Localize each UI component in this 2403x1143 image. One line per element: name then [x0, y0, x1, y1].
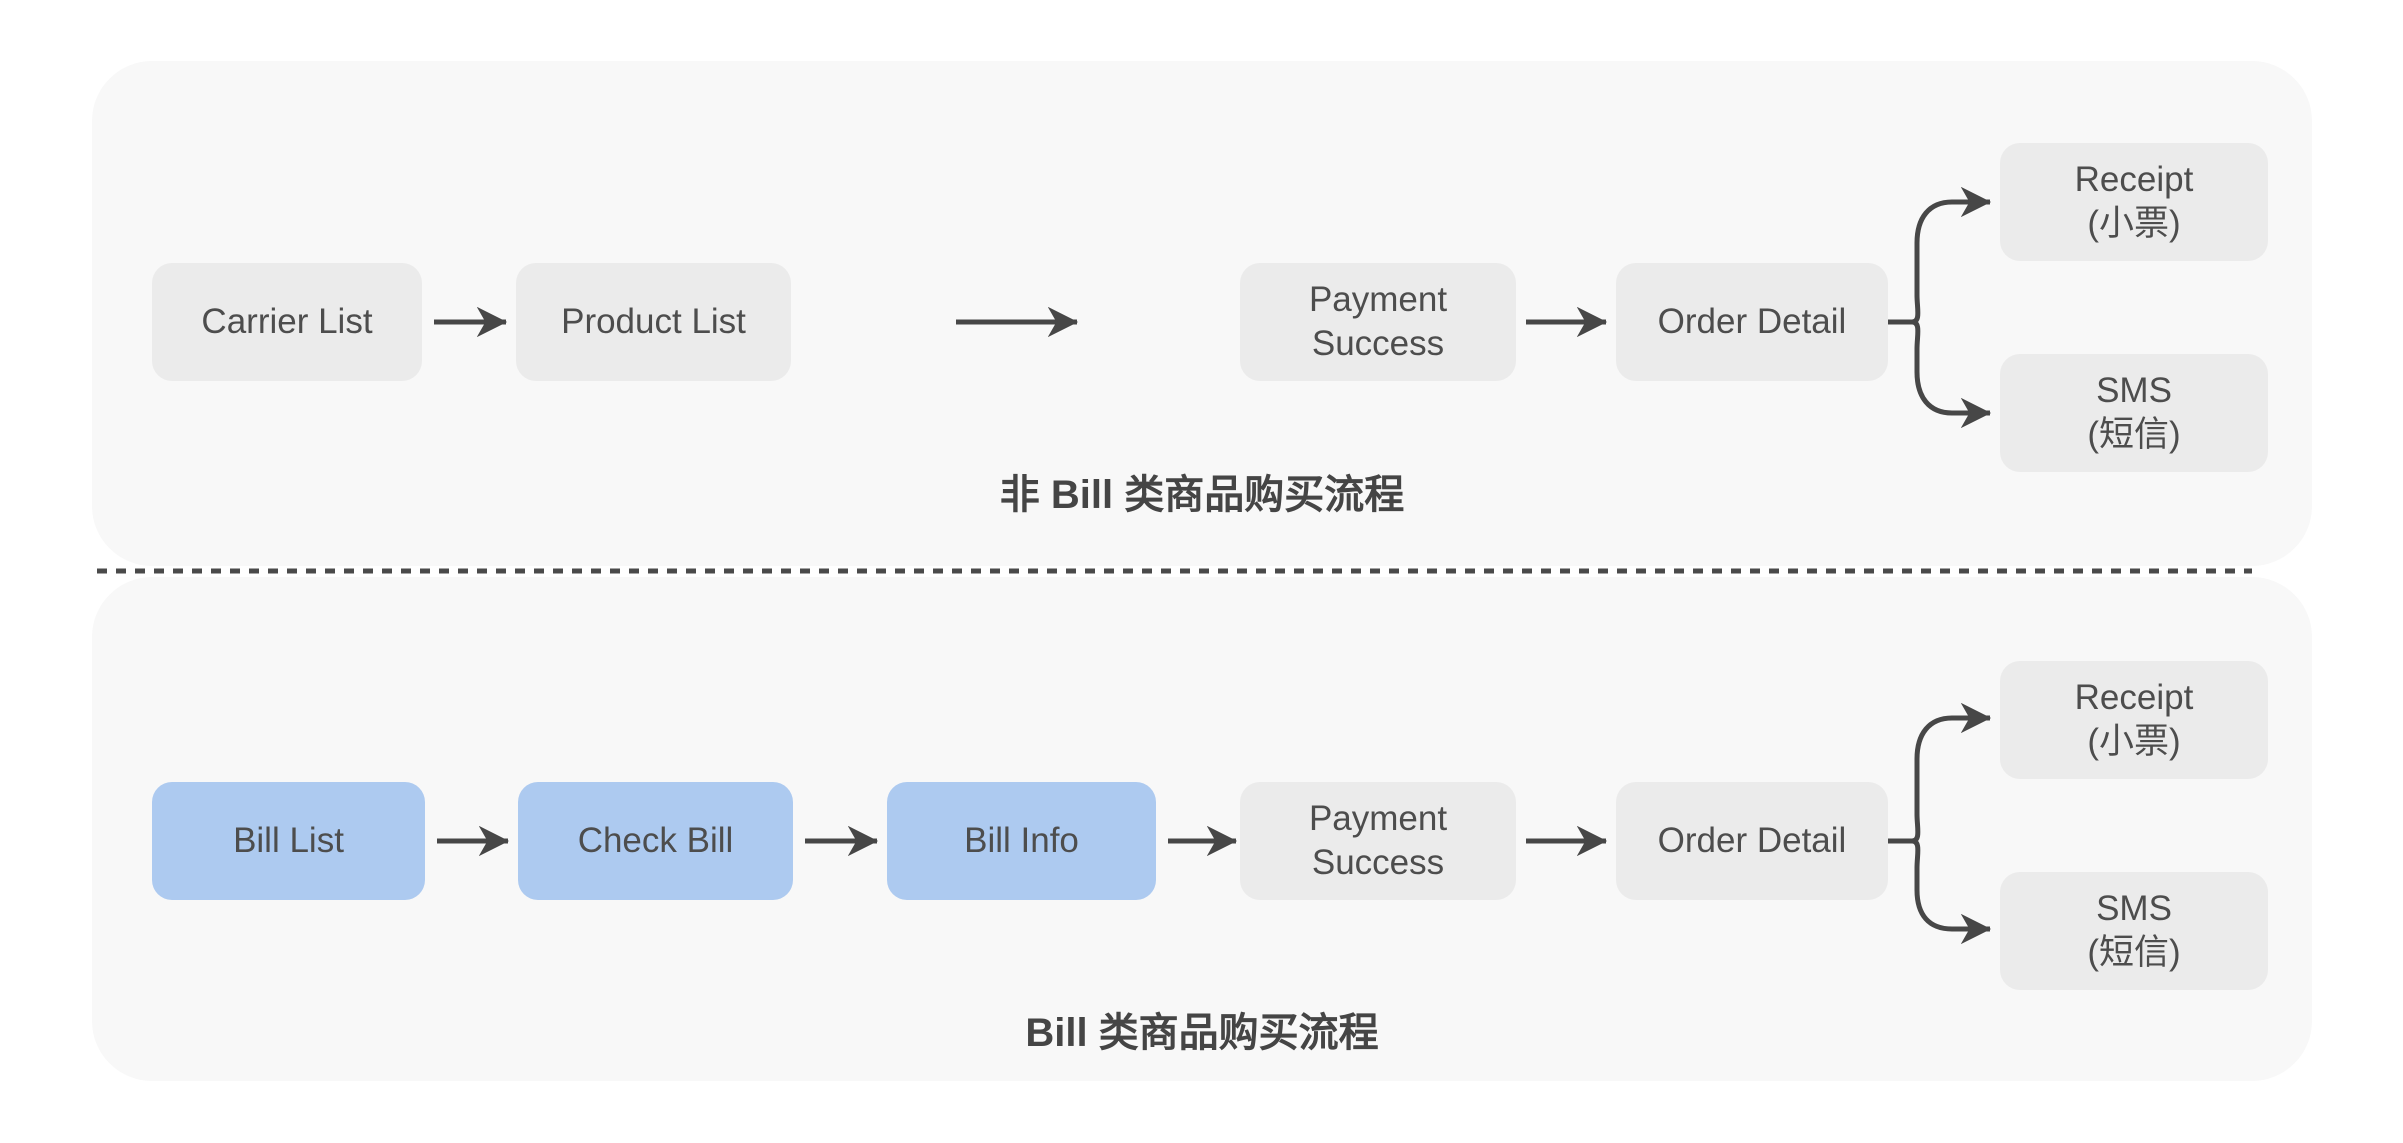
node-receipt-bottom: Receipt (小票) — [2000, 661, 2268, 779]
node-label-line2: (短信) — [2087, 933, 2181, 972]
node-check-bill: Check Bill — [518, 782, 793, 900]
node-label-line1: Payment — [1308, 280, 1448, 319]
node-order-detail-bottom: Order Detail — [1616, 782, 1888, 900]
node-label: Check Bill — [577, 821, 734, 860]
bill-flow-title: Bill 类商品购买流程 — [1025, 1011, 1379, 1055]
node-bill-list: Bill List — [152, 782, 425, 900]
node-carrier-list: Carrier List — [152, 263, 422, 381]
node-label-line1: SMS — [2096, 889, 2172, 928]
node-sms-bottom: SMS (短信) — [2000, 872, 2268, 990]
node-label: Order Detail — [1657, 302, 1847, 341]
node-label: Bill List — [233, 821, 344, 860]
node-label-line2: Success — [1311, 324, 1445, 363]
node-label: Product List — [561, 302, 746, 341]
node-label-line1: Payment — [1308, 799, 1448, 838]
node-label: Bill Info — [964, 821, 1079, 860]
node-label-line1: SMS — [2096, 371, 2172, 410]
node-label-line2: (短信) — [2087, 415, 2181, 454]
node-label: Carrier List — [201, 302, 373, 341]
node-order-detail-top: Order Detail — [1616, 263, 1888, 381]
node-label-line2: (小票) — [2087, 204, 2181, 243]
node-label: Order Detail — [1657, 821, 1847, 860]
node-payment-success-top: Payment Success — [1240, 263, 1516, 381]
node-label-line1: Receipt — [2074, 160, 2194, 199]
node-label-line2: Success — [1311, 843, 1445, 882]
node-label-line1: Receipt — [2074, 678, 2194, 717]
node-receipt-top: Receipt (小票) — [2000, 143, 2268, 261]
node-product-list: Product List — [516, 263, 791, 381]
node-bill-info: Bill Info — [887, 782, 1156, 900]
node-payment-success-bottom: Payment Success — [1240, 782, 1516, 900]
non-bill-flow-title: 非 Bill 类商品购买流程 — [999, 473, 1405, 517]
node-label-line2: (小票) — [2087, 722, 2181, 761]
node-sms-top: SMS (短信) — [2000, 354, 2268, 472]
